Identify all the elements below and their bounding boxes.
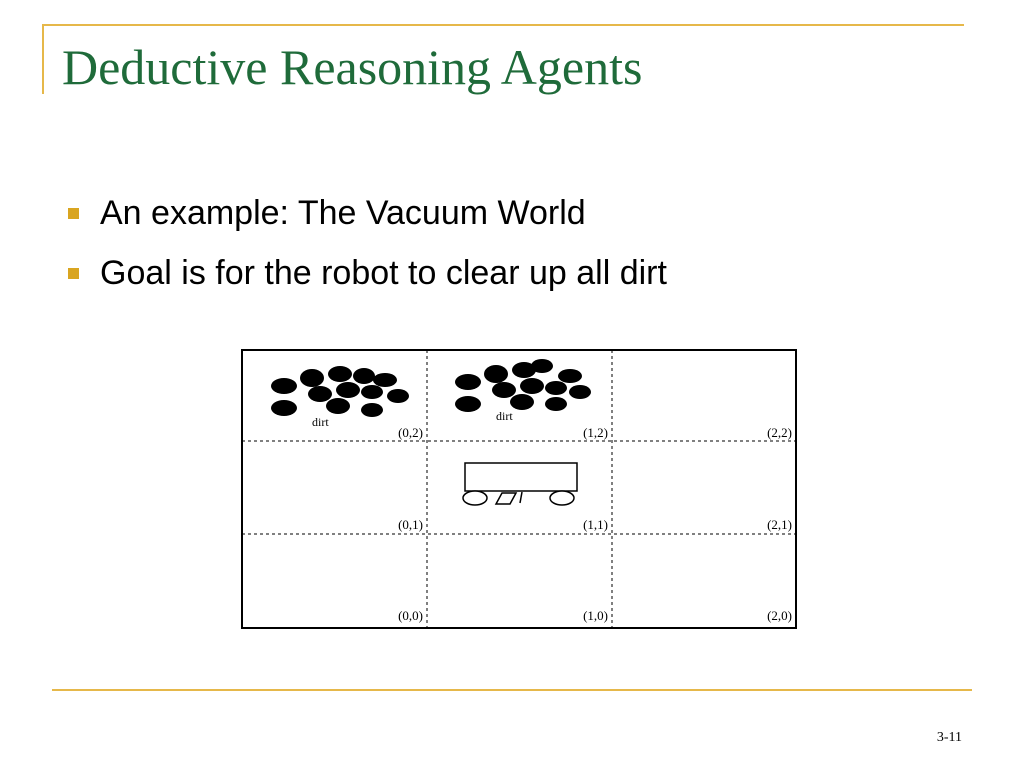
cell-label: (2,1) [767,517,792,532]
cell-label: (0,0) [398,608,423,623]
cell-label: (2,2) [767,425,792,440]
cell-label-group: (0,2) (1,2) (2,2) (0,1) (1,1) (2,1) (0,0… [398,425,792,623]
frame-left-rule [42,24,44,94]
page-number: 3-11 [936,730,962,745]
dirt-pile-0-2 [271,366,409,417]
cell-label: (0,2) [398,425,423,440]
bullet-text: An example: The Vacuum World [100,194,586,232]
slide-title: Deductive Reasoning Agents [62,39,643,95]
bullet-item: An example: The Vacuum World [64,190,667,250]
dirt-pile-1-2 [455,359,591,412]
cell-label: (1,0) [583,608,608,623]
dirt-label: dirt [496,409,513,423]
cell-label: (2,0) [767,608,792,623]
bullet-text: Goal is for the robot to clear up all di… [100,254,667,292]
square-bullet-icon [68,268,79,279]
footer-rule [52,689,972,691]
vacuum-world-grid: dirt dirt (0,2) (1,2) (2,2) [241,349,797,629]
frame-top-rule [42,24,964,26]
cell-label: (1,1) [583,517,608,532]
vacuum-world-figure: dirt dirt (0,2) (1,2) (2,2) [240,348,798,630]
cell-label: (0,1) [398,517,423,532]
square-bullet-icon [68,208,79,219]
dirt-label: dirt [312,415,329,429]
cell-label: (1,2) [583,425,608,440]
bullet-item: Goal is for the robot to clear up all di… [64,250,667,310]
robot-vacuum [462,462,578,506]
bullet-list: An example: The Vacuum World Goal is for… [64,190,667,310]
